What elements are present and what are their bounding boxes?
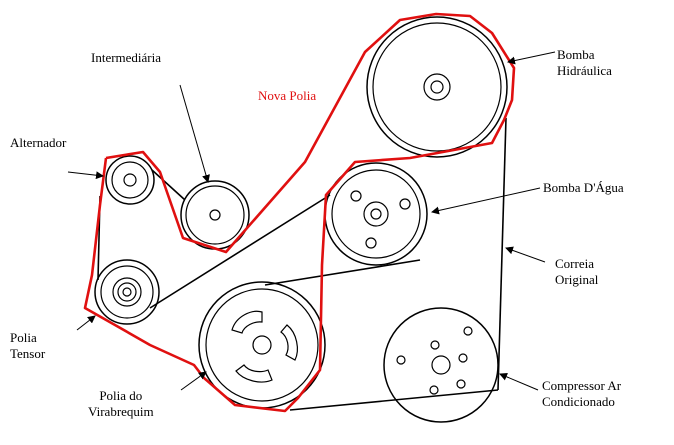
- label-polia-virabrequim: Polia do Virabrequim: [88, 388, 154, 419]
- belt-segment-crank-to-water: [264, 259, 421, 286]
- original-belt: [149, 117, 507, 411]
- alternador-pulley: [105, 155, 155, 205]
- label-alternador: Alternador: [10, 135, 67, 150]
- label-arrows: [67, 51, 556, 391]
- label-nova-polia: Nova Polia: [258, 88, 317, 103]
- label-polia-tensor: Polia Tensor: [10, 330, 46, 361]
- nova-polia-belt: [83, 12, 516, 413]
- polia-tensor-pulley: [94, 259, 160, 325]
- label-correia-original: Correia Original: [555, 256, 599, 287]
- belt-segment-bottom: [289, 389, 499, 411]
- compressor-pulley: [383, 307, 499, 423]
- label-compressor: Compressor Ar Condicionado: [542, 378, 622, 409]
- belt-segment-right: [497, 117, 507, 391]
- bomba-hidraulica-pulley: [366, 16, 508, 158]
- label-bomba-hidraulica: Bomba Hidráulica: [557, 47, 612, 78]
- label-intermediaria: Intermediária: [91, 50, 162, 65]
- belt-alt-to-inter: [151, 169, 186, 201]
- label-bomba-dagua: Bomba D'Água: [543, 180, 624, 195]
- belt-segment-tensor-to-water: [149, 194, 331, 309]
